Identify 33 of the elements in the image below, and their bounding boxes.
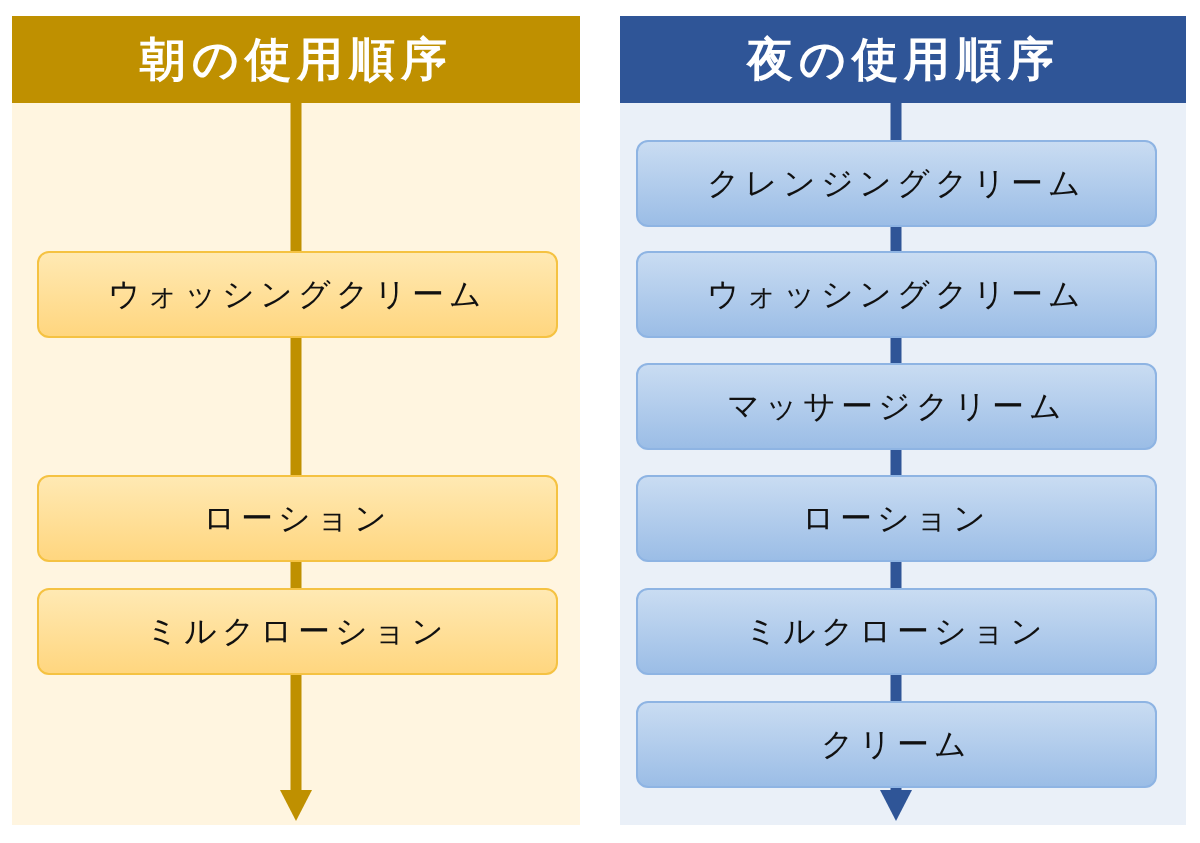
connector-line [890, 562, 902, 588]
step-label: ウォッシングクリーム [707, 273, 1086, 315]
step-label: ウォッシングクリーム [108, 273, 487, 315]
panel [620, 16, 1186, 825]
panel [12, 16, 580, 825]
step-label: クレンジングクリーム [707, 162, 1086, 204]
connector-line [290, 103, 302, 251]
step-box [636, 588, 1157, 675]
panel-heading: 夜の使用順序 [620, 16, 1186, 103]
step-box [636, 140, 1157, 227]
step-box [636, 251, 1157, 338]
connector-line [890, 675, 902, 701]
connector-line [290, 562, 302, 588]
step-box [636, 701, 1157, 788]
step-label: クリーム [821, 723, 972, 765]
step-label: ローション [203, 497, 392, 539]
step-label: ミルクローション [146, 610, 449, 652]
step-box [636, 475, 1157, 562]
connector-line [890, 450, 902, 475]
panel-heading: 朝の使用順序 [12, 16, 580, 103]
step-box [636, 363, 1157, 450]
step-label: マッサージクリーム [726, 385, 1067, 427]
step-label: ミルクローション [745, 610, 1048, 652]
step-box [37, 251, 558, 338]
step-box [37, 475, 558, 562]
arrow [280, 675, 312, 821]
connector-line [890, 227, 902, 251]
connector-line [290, 338, 302, 475]
connector-line [890, 338, 902, 363]
step-label: ローション [802, 497, 991, 539]
arrow [880, 788, 912, 821]
step-box [37, 588, 558, 675]
connector-line [890, 103, 902, 140]
